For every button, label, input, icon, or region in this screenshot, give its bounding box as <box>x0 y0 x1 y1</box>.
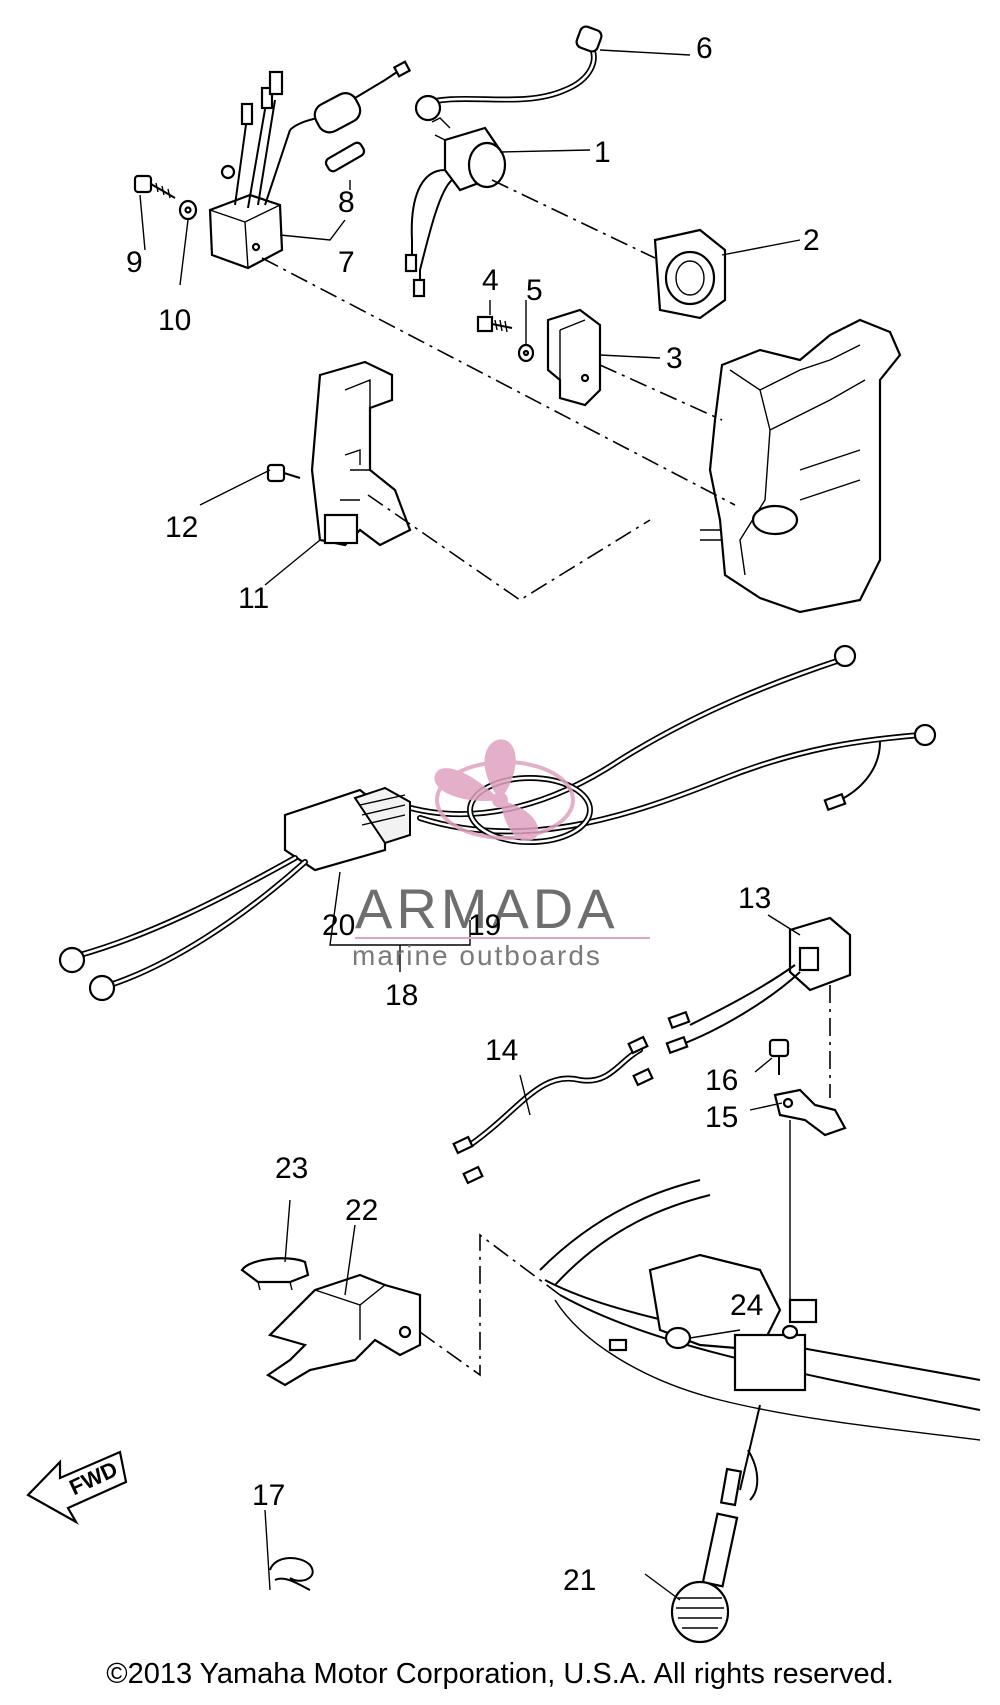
part-label-15: 15 <box>705 1101 738 1134</box>
mounting-plate <box>310 360 412 547</box>
part-label-3: 3 <box>666 342 683 375</box>
washer-5 <box>517 343 535 363</box>
copyright-notice: ©2013 Yamaha Motor Corporation, U.S.A. A… <box>106 1658 894 1690</box>
part-label-18: 18 <box>385 979 418 1012</box>
dash-leader-rectifier <box>261 257 736 506</box>
dash-leader-relay <box>491 179 656 259</box>
part-label-1: 1 <box>594 136 611 169</box>
dash-leader-bracket-22 <box>419 1233 561 1377</box>
part-label-12: 12 <box>165 511 198 544</box>
part-label-14: 14 <box>485 1034 518 1067</box>
part-label-5: 5 <box>526 274 543 307</box>
part-label-19: 19 <box>468 909 501 942</box>
part-label-2: 2 <box>803 224 820 257</box>
small-grommet <box>781 1324 799 1340</box>
watermark-subtitle: marine outboards <box>352 940 602 971</box>
sub-harness <box>452 1035 654 1185</box>
sensor-21 <box>670 1404 761 1644</box>
watermark-logo-icon <box>434 739 575 841</box>
part-label-9: 9 <box>126 246 143 279</box>
part-label-10: 10 <box>158 304 191 337</box>
watermark: ARMADA marine outboards <box>352 739 650 971</box>
switch-13 <box>665 916 852 1055</box>
starter-relay <box>404 117 507 298</box>
part-label-4: 4 <box>482 264 499 297</box>
relay-bracket <box>546 308 602 407</box>
part-label-20: 20 <box>322 909 355 942</box>
dash-leader-bracket <box>599 364 723 421</box>
part-label-22: 22 <box>345 1194 378 1227</box>
part-label-11: 11 <box>238 582 269 615</box>
bolt-4 <box>476 315 513 333</box>
washer-10 <box>178 199 198 221</box>
relay-holder <box>653 228 727 320</box>
dash-leader-plate <box>367 494 651 601</box>
part-label-23: 23 <box>275 1152 308 1185</box>
part-labels: 1 2 3 4 5 6 7 8 9 10 11 12 13 14 15 16 1… <box>126 32 820 1597</box>
leader-lines <box>139 49 801 1601</box>
part-label-24: 24 <box>730 1289 763 1322</box>
bracket-22 <box>265 1273 422 1387</box>
grommet-24 <box>664 1326 692 1350</box>
screw-9 <box>133 174 176 199</box>
part-label-8: 8 <box>338 186 355 219</box>
mounting-casting <box>700 318 902 614</box>
part-label-6: 6 <box>696 32 713 65</box>
part-label-16: 16 <box>705 1064 738 1097</box>
part-label-13: 13 <box>738 882 771 915</box>
bolt-12 <box>266 463 301 483</box>
fuse <box>324 141 366 173</box>
lead-wire <box>414 25 603 122</box>
clamp-15 <box>773 1088 847 1137</box>
wire-harness <box>58 644 937 1002</box>
watermark-brand-name: ARMADA <box>355 877 619 940</box>
bolt-16 <box>768 1038 790 1075</box>
part-label-17: 17 <box>252 1479 285 1512</box>
fwd-arrow: FWD <box>26 1450 128 1525</box>
part-label-21: 21 <box>563 1564 596 1597</box>
part-label-7: 7 <box>338 246 355 279</box>
rectifier <box>208 60 412 270</box>
clip-17 <box>269 1557 314 1591</box>
clip-23 <box>240 1257 310 1291</box>
